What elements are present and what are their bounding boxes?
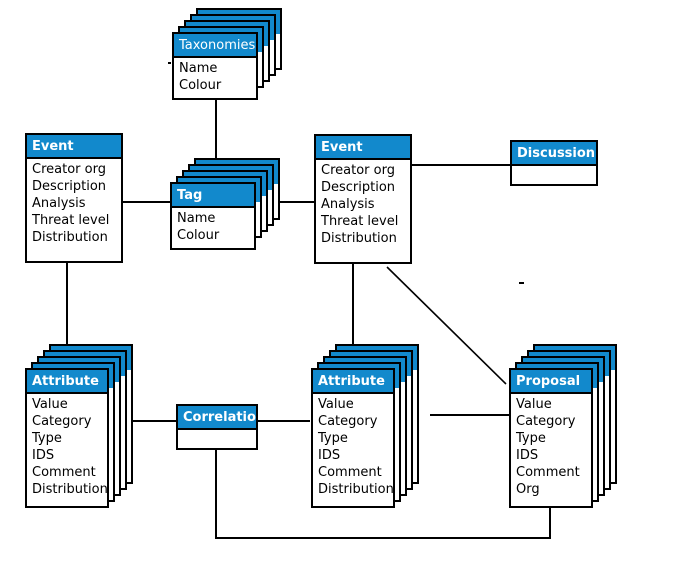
entity-field: IDS xyxy=(318,448,341,463)
entity-correlation[interactable]: Correlation xyxy=(176,404,258,450)
entity-card-event-right[interactable]: Event Creator org Description Analysis T… xyxy=(314,134,412,264)
entity-field: Category xyxy=(32,414,92,429)
entity-field: Type xyxy=(32,431,62,446)
entity-field: Analysis xyxy=(32,196,86,211)
connector-bottom-horizontal xyxy=(215,537,551,539)
connector-tag-eventright xyxy=(272,201,316,203)
entity-field: Org xyxy=(516,482,540,497)
entity-title-tag: Tag xyxy=(172,184,254,208)
connector-eventleft-tag xyxy=(123,201,171,203)
connector-correlation-bottom-vertical xyxy=(215,437,217,538)
entity-field: Creator org xyxy=(32,162,106,177)
entity-field: IDS xyxy=(516,448,539,463)
entity-title-event-left: Event xyxy=(27,135,121,159)
entity-field: Colour xyxy=(177,228,220,243)
entity-taxonomies[interactable]: Taxonomies Name Colour xyxy=(172,8,282,100)
entity-field: Creator org xyxy=(321,163,395,178)
entity-proposal[interactable]: Proposal Value Category Type IDS Comment… xyxy=(509,344,639,508)
entity-field: IDS xyxy=(32,448,55,463)
entity-fields-discussion xyxy=(512,166,596,184)
entity-field: Distribution xyxy=(32,230,108,245)
entity-field: Threat level xyxy=(32,213,110,228)
connector-bottom-proposal-vertical xyxy=(549,508,551,538)
entity-field: Colour xyxy=(179,78,222,93)
entity-field: Category xyxy=(318,414,378,429)
entity-title-correlation: Correlation xyxy=(178,406,256,430)
entity-card-correlation[interactable]: Correlation xyxy=(176,404,258,450)
entity-field: Threat level xyxy=(321,214,399,229)
entity-attribute-middle[interactable]: Attribute Value Category Type IDS Commen… xyxy=(311,344,441,508)
artifact-speck-1 xyxy=(519,282,524,284)
entity-field: Value xyxy=(516,397,552,412)
entity-card-taxonomies[interactable]: Taxonomies Name Colour xyxy=(172,32,258,100)
entity-tag[interactable]: Tag Name Colour xyxy=(170,158,280,250)
entity-card-discussion[interactable]: Discussion xyxy=(510,140,598,186)
entity-field: Value xyxy=(32,397,68,412)
entity-field: Description xyxy=(32,179,107,194)
entity-field: Name xyxy=(179,61,218,76)
entity-field: Value xyxy=(318,397,354,412)
entity-fields-event-right: Creator org Description Analysis Threat … xyxy=(316,160,410,251)
entity-title-proposal: Proposal xyxy=(511,370,591,394)
entity-fields-taxonomies: Name Colour xyxy=(174,58,256,98)
entity-field: Analysis xyxy=(321,197,375,212)
entity-field: Distribution xyxy=(32,482,108,497)
connector-eventleft-attributeleft xyxy=(66,263,68,351)
entity-field: Name xyxy=(177,211,216,226)
entity-card-proposal[interactable]: Proposal Value Category Type IDS Comment… xyxy=(509,368,593,508)
entity-card-tag[interactable]: Tag Name Colour xyxy=(170,182,256,250)
entity-event-left[interactable]: Event Creator org Description Analysis T… xyxy=(25,133,123,263)
entity-field: Type xyxy=(318,431,348,446)
entity-fields-attribute-middle: Value Category Type IDS Comment Distribu… xyxy=(313,394,394,502)
entity-fields-tag: Name Colour xyxy=(172,208,254,248)
connector-eventright-discussion xyxy=(412,164,511,166)
entity-field: Comment xyxy=(516,465,580,480)
connector-taxonomies-tag xyxy=(215,92,217,162)
entity-title-attribute-middle: Attribute xyxy=(313,370,393,394)
entity-card-attribute-middle[interactable]: Attribute Value Category Type IDS Commen… xyxy=(311,368,395,508)
entity-title-event-right: Event xyxy=(316,136,410,160)
entity-field: Comment xyxy=(32,465,96,480)
entity-field: Type xyxy=(516,431,546,446)
entity-title-taxonomies: Taxonomies xyxy=(174,34,256,58)
entity-card-attribute-left[interactable]: Attribute Value Category Type IDS Commen… xyxy=(25,368,109,508)
entity-field: Description xyxy=(321,180,396,195)
connector-attributemiddle-proposal xyxy=(430,414,509,416)
entity-field: Distribution xyxy=(321,231,397,246)
entity-title-attribute-left: Attribute xyxy=(27,370,107,394)
connector-correlation-attributemiddle xyxy=(258,420,310,422)
entity-title-discussion: Discussion xyxy=(512,142,596,166)
entity-fields-event-left: Creator org Description Analysis Threat … xyxy=(27,159,121,250)
entity-fields-proposal: Value Category Type IDS Comment Org xyxy=(511,394,591,502)
entity-field: Comment xyxy=(318,465,382,480)
entity-event-right[interactable]: Event Creator org Description Analysis T… xyxy=(314,134,412,264)
entity-field: Distribution xyxy=(318,482,394,497)
entity-discussion[interactable]: Discussion xyxy=(510,140,598,186)
entity-fields-attribute-left: Value Category Type IDS Comment Distribu… xyxy=(27,394,108,502)
connector-attributeleft-correlation xyxy=(133,420,176,422)
connector-eventright-attributemiddle xyxy=(352,264,354,350)
entity-attribute-left[interactable]: Attribute Value Category Type IDS Commen… xyxy=(25,344,155,508)
entity-card-event-left[interactable]: Event Creator org Description Analysis T… xyxy=(25,133,123,263)
entity-field: Category xyxy=(516,414,576,429)
entity-fields-correlation xyxy=(178,430,256,448)
artifact-speck-2 xyxy=(168,62,171,64)
